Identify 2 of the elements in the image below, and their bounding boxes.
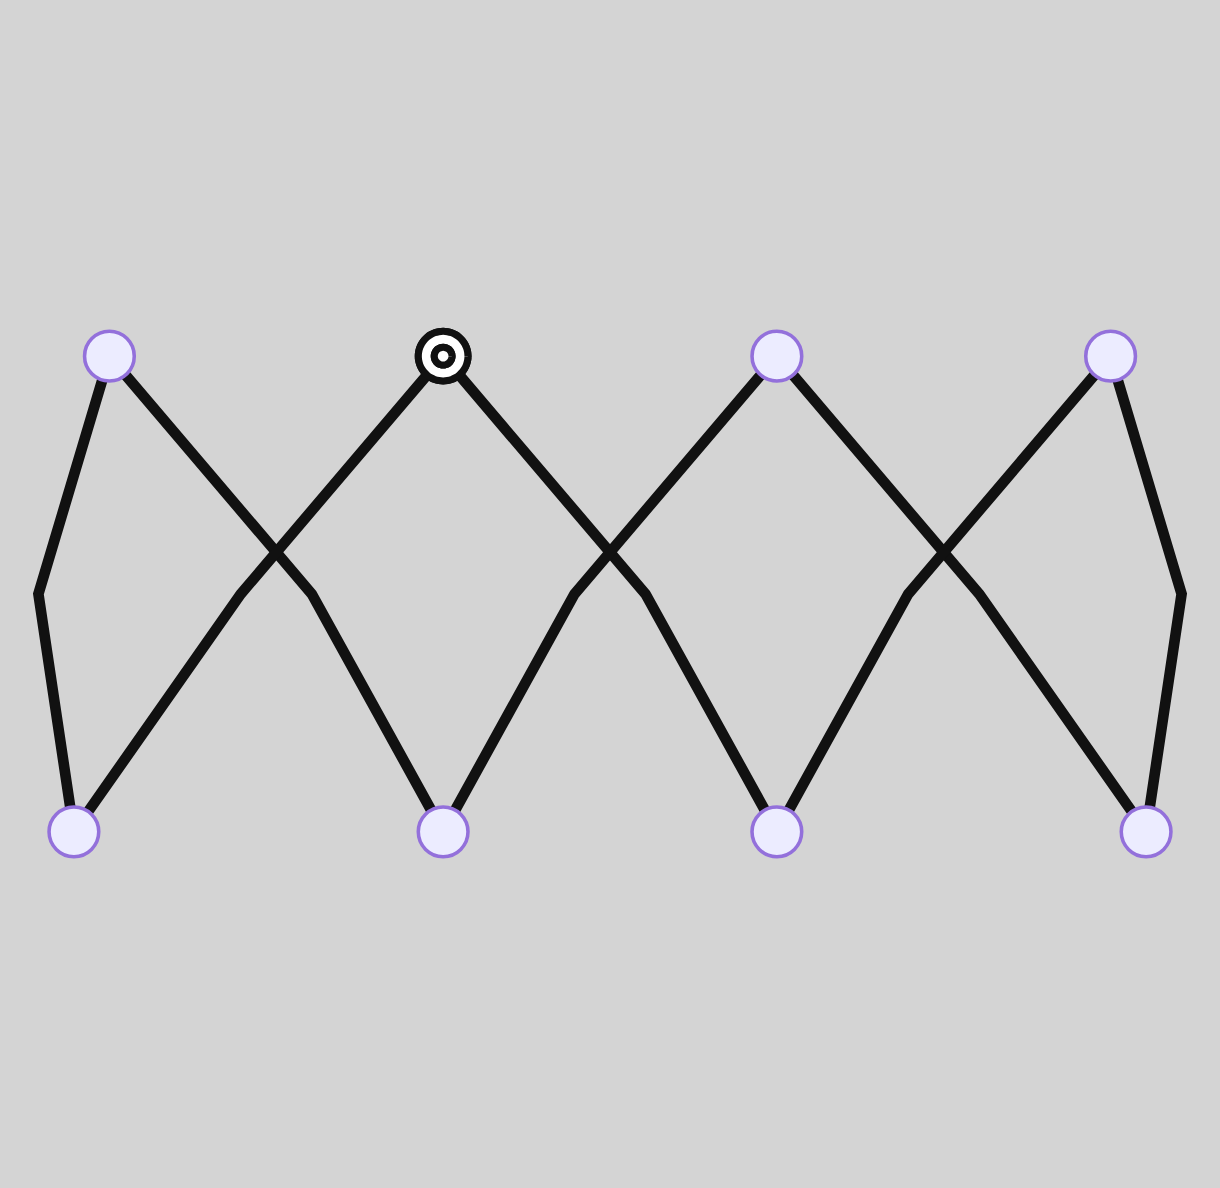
connector [32, 378, 108, 809]
connector [1112, 378, 1188, 809]
